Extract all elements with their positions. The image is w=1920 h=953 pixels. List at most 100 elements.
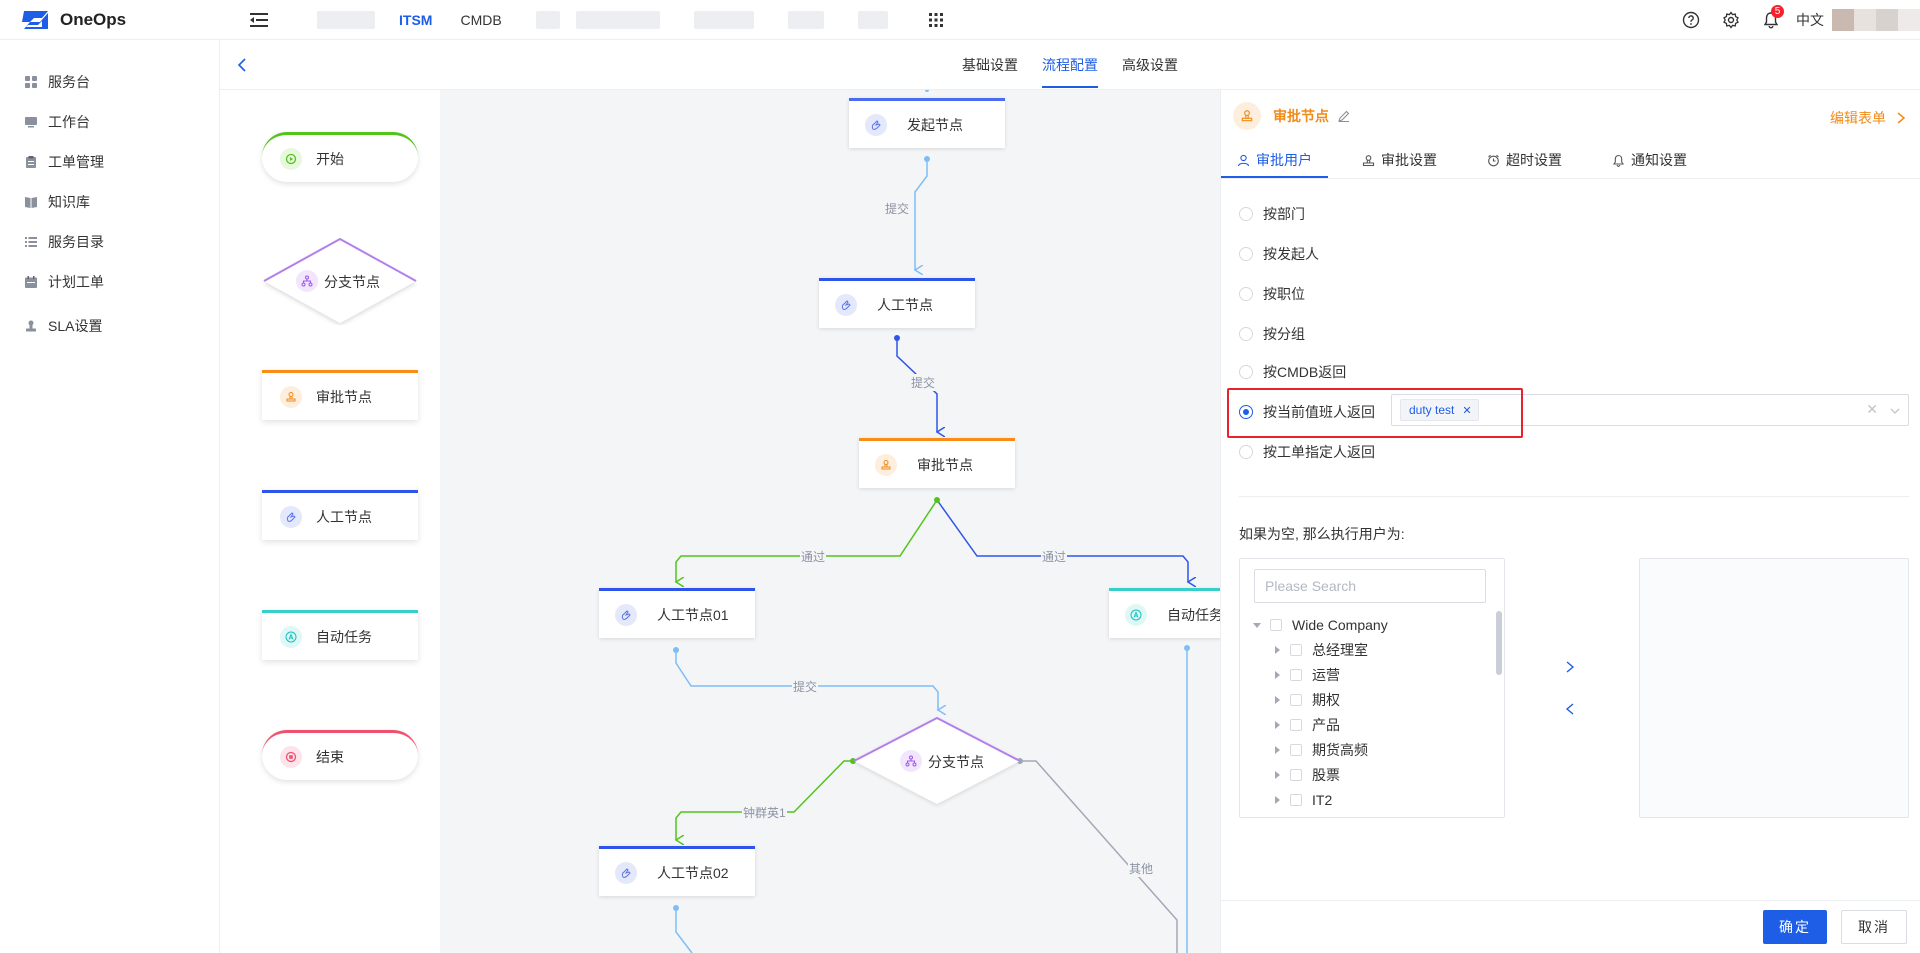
tab-approval-settings[interactable]: 审批设置 bbox=[1346, 142, 1453, 178]
tree-checkbox[interactable] bbox=[1290, 769, 1302, 781]
tab-flow-config[interactable]: 流程配置 bbox=[1030, 40, 1110, 90]
sidebar-item-workbench[interactable]: 工作台 bbox=[0, 102, 219, 142]
option-by-department[interactable]: 按部门 bbox=[1239, 204, 1305, 224]
tree-node-label: 期权 bbox=[1312, 692, 1340, 708]
tag-remove-icon[interactable]: ✕ bbox=[1462, 404, 1472, 417]
option-by-position[interactable]: 按职位 bbox=[1239, 284, 1305, 304]
radio-button[interactable] bbox=[1239, 445, 1253, 459]
option-by-on-duty[interactable]: 按当前值班人返回 bbox=[1239, 402, 1375, 422]
tree-checkbox[interactable] bbox=[1290, 719, 1302, 731]
radio-button-checked[interactable] bbox=[1239, 405, 1253, 419]
empty-user-label: 如果为空, 那么执行用户为: bbox=[1239, 526, 1405, 542]
sidebar-item-service-catalog[interactable]: 服务目录 bbox=[0, 222, 219, 262]
option-label: 按发起人 bbox=[1263, 246, 1319, 262]
caret-right-icon[interactable] bbox=[1272, 745, 1282, 755]
tree-checkbox[interactable] bbox=[1290, 744, 1302, 756]
edit-form-link[interactable]: 编辑表单 bbox=[1830, 108, 1906, 128]
menu-collapse-button[interactable] bbox=[247, 8, 271, 32]
palette-node-branch[interactable]: 分支节点 bbox=[262, 237, 418, 325]
blurred-nav-item[interactable] bbox=[787, 10, 824, 29]
caret-right-icon[interactable] bbox=[1272, 670, 1282, 680]
tree-scrollbar[interactable] bbox=[1496, 611, 1502, 675]
flow-canvas[interactable]: 提交 提交 通过 通过 提交 钟群英1 其他 发起节点 人工节点 审批节点 人工… bbox=[440, 90, 1220, 953]
tab-notification-settings[interactable]: 通知设置 bbox=[1596, 142, 1703, 178]
option-by-group[interactable]: 按分组 bbox=[1239, 324, 1305, 344]
sidebar-item-ticket-management[interactable]: 工单管理 bbox=[0, 142, 219, 182]
radio-button[interactable] bbox=[1239, 287, 1253, 301]
radio-button[interactable] bbox=[1239, 327, 1253, 341]
tree-checkbox[interactable] bbox=[1270, 619, 1282, 631]
user-avatar[interactable] bbox=[1832, 9, 1920, 31]
blurred-nav-item[interactable] bbox=[317, 10, 375, 29]
caret-right-icon[interactable] bbox=[1272, 645, 1282, 655]
confirm-button[interactable]: 确定 bbox=[1763, 910, 1827, 944]
tree-node-child[interactable]: 产品 bbox=[1272, 715, 1340, 735]
app-logo[interactable]: OneOps bbox=[20, 9, 225, 31]
blurred-nav-item[interactable] bbox=[857, 10, 888, 29]
tree-node-root[interactable]: Wide Company bbox=[1252, 615, 1388, 635]
sidebar-item-service-desk[interactable]: 服务台 bbox=[0, 62, 219, 102]
clear-icon[interactable]: ✕ bbox=[1866, 401, 1878, 417]
palette-node-auto-task[interactable]: 自动任务 bbox=[262, 610, 418, 660]
option-by-initiator[interactable]: 按发起人 bbox=[1239, 244, 1319, 264]
radio-button[interactable] bbox=[1239, 207, 1253, 221]
sidebar-item-knowledge-base[interactable]: 知识库 bbox=[0, 182, 219, 222]
tab-timeout-settings[interactable]: 超时设置 bbox=[1471, 142, 1578, 178]
blurred-nav-item[interactable] bbox=[535, 10, 560, 29]
flow-node-manual02[interactable]: 人工节点02 bbox=[599, 846, 755, 896]
flow-node-manual01[interactable]: 人工节点01 bbox=[599, 588, 755, 638]
notification-button[interactable]: 5 bbox=[1762, 5, 1784, 29]
tree-node-child[interactable]: 运营 bbox=[1272, 665, 1340, 685]
tree-search-input[interactable] bbox=[1254, 569, 1486, 603]
palette-node-manual[interactable]: 人工节点 bbox=[262, 490, 418, 540]
caret-right-icon[interactable] bbox=[1272, 720, 1282, 730]
flow-node-branch[interactable]: 分支节点 bbox=[854, 718, 1020, 804]
top-nav-itsm[interactable]: ITSM bbox=[399, 11, 433, 28]
flow-node-manual[interactable]: 人工节点 bbox=[819, 278, 975, 328]
option-by-cmdb[interactable]: 按CMDB返回 bbox=[1239, 362, 1346, 382]
radio-button[interactable] bbox=[1239, 365, 1253, 379]
tree-checkbox[interactable] bbox=[1290, 644, 1302, 656]
radio-button[interactable] bbox=[1239, 247, 1253, 261]
flow-node-approval[interactable]: 审批节点 bbox=[859, 438, 1015, 488]
selected-tag: duty test ✕ bbox=[1400, 399, 1479, 421]
tree-node-child[interactable]: 期权 bbox=[1272, 690, 1340, 710]
palette-node-start[interactable]: 开始 bbox=[262, 132, 418, 182]
caret-down-icon[interactable] bbox=[1252, 620, 1262, 630]
selected-users-box[interactable] bbox=[1639, 558, 1909, 818]
tree-node-child[interactable]: IT2 bbox=[1272, 790, 1332, 810]
tab-advanced-settings[interactable]: 高级设置 bbox=[1122, 57, 1178, 73]
blurred-nav-item[interactable] bbox=[693, 10, 754, 29]
back-arrow-icon[interactable] bbox=[234, 56, 252, 74]
tree-checkbox[interactable] bbox=[1290, 669, 1302, 681]
tree-node-child[interactable]: 总经理室 bbox=[1272, 640, 1368, 660]
tab-approval-users[interactable]: 审批用户 bbox=[1221, 142, 1328, 178]
tree-node-label: 运营 bbox=[1312, 667, 1340, 683]
palette-node-approval[interactable]: 审批节点 bbox=[262, 370, 418, 420]
on-duty-select[interactable]: duty test ✕ ✕ bbox=[1391, 394, 1909, 426]
gear-icon[interactable] bbox=[1722, 11, 1740, 29]
cancel-button[interactable]: 取消 bbox=[1841, 910, 1907, 944]
caret-right-icon[interactable] bbox=[1272, 770, 1282, 780]
transfer-right-button[interactable] bbox=[1559, 656, 1581, 678]
edit-icon[interactable] bbox=[1337, 109, 1351, 123]
tree-node-child[interactable]: 期货高频 bbox=[1272, 740, 1368, 760]
tree-checkbox[interactable] bbox=[1290, 694, 1302, 706]
top-nav-cmdb[interactable]: CMDB bbox=[460, 11, 502, 28]
help-icon[interactable] bbox=[1682, 11, 1700, 29]
sidebar-item-sla-settings[interactable]: SLA设置 bbox=[0, 306, 219, 346]
apps-grid-icon[interactable] bbox=[926, 10, 946, 30]
caret-right-icon[interactable] bbox=[1272, 795, 1282, 805]
option-by-ticket-assignee[interactable]: 按工单指定人返回 bbox=[1239, 442, 1375, 462]
language-switch[interactable]: 中文 bbox=[1796, 12, 1824, 28]
sidebar-item-planned-tickets[interactable]: 计划工单 bbox=[0, 262, 219, 302]
transfer-left-button[interactable] bbox=[1559, 698, 1581, 720]
caret-right-icon[interactable] bbox=[1272, 695, 1282, 705]
palette-node-end[interactable]: 结束 bbox=[262, 730, 418, 780]
blurred-nav-item[interactable] bbox=[575, 10, 660, 29]
tree-checkbox[interactable] bbox=[1290, 794, 1302, 806]
flow-node-auto-task[interactable]: 自动任务 bbox=[1109, 588, 1220, 638]
tab-basic-settings[interactable]: 基础设置 bbox=[962, 57, 1018, 73]
tree-node-child[interactable]: 股票 bbox=[1272, 765, 1340, 785]
flow-node-initiate[interactable]: 发起节点 bbox=[849, 98, 1005, 148]
